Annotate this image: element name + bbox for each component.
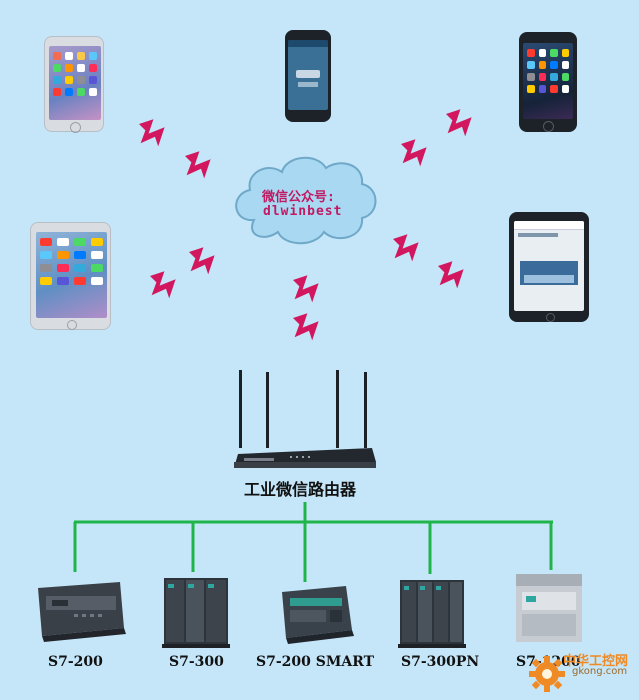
plc-s7-1200	[516, 574, 582, 642]
gear-logo-icon	[529, 656, 565, 692]
router-antenna	[266, 372, 269, 448]
plc-s7-200	[38, 582, 126, 642]
iphone-app-screen	[288, 40, 328, 110]
plc-s7-200-smart	[282, 586, 354, 644]
home-button	[67, 320, 77, 330]
plc-label-s7-200-smart: S7-200 SMART	[256, 654, 375, 670]
watermark-domain: gkong.com	[572, 666, 628, 677]
iphone-white-screen	[49, 46, 101, 120]
router-device	[234, 370, 376, 468]
iphone-white-device	[44, 36, 104, 133]
plc-s7-300pn	[398, 580, 466, 648]
router-label: 工业微信路由器	[244, 480, 357, 499]
router-antenna	[336, 370, 339, 448]
cloud-title: 微信公众号:	[262, 190, 335, 205]
watermark-brand: 中华工控网	[563, 654, 629, 669]
cloud-shape	[235, 156, 377, 245]
home-button	[546, 313, 555, 322]
iphone-app-device	[285, 30, 331, 122]
router-antenna	[364, 372, 367, 448]
iphone-dark-screen	[523, 43, 573, 119]
tablet-app-device	[509, 212, 589, 322]
cloud-account: dlwinbest	[263, 204, 343, 219]
ipad-white-device	[30, 222, 111, 330]
tablet-app-screen	[514, 221, 584, 311]
plc-s7-300	[162, 578, 230, 648]
iphone-dark-device	[519, 32, 577, 132]
plc-label-s7-300pn: S7-300PN	[401, 654, 480, 670]
plc-label-s7-200: S7-200	[48, 654, 103, 670]
router-antenna	[239, 370, 242, 448]
ipad-white-screen	[36, 232, 107, 318]
home-button	[543, 121, 554, 132]
plc-label-s7-300: S7-300	[169, 654, 224, 670]
home-button	[70, 122, 81, 133]
